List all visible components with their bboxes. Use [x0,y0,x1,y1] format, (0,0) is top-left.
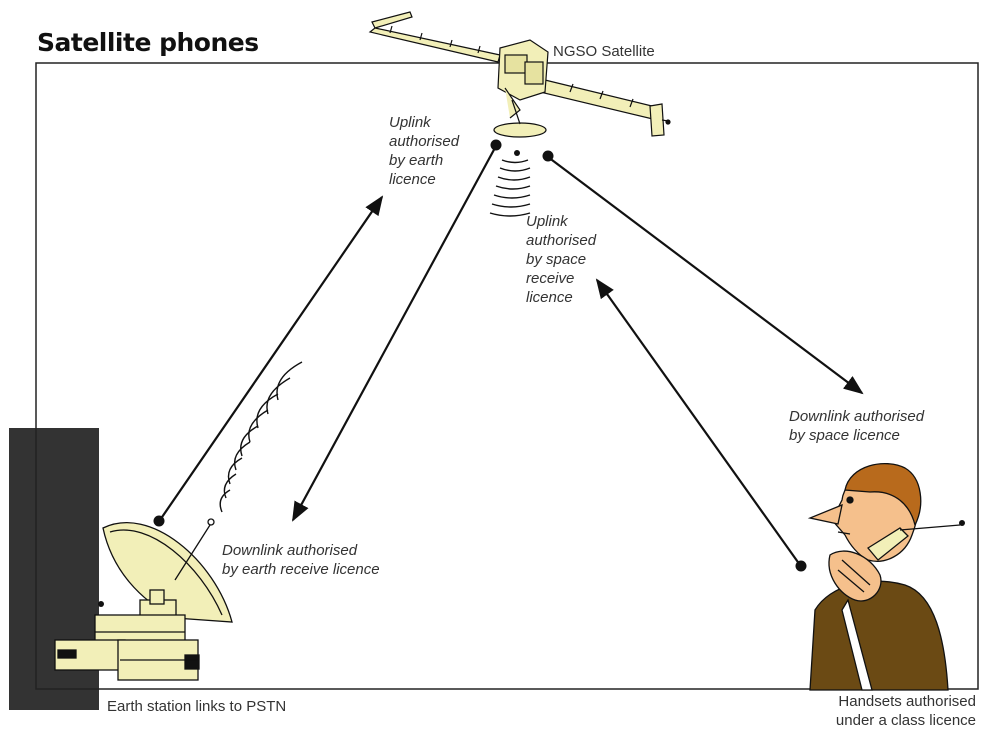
earth-station-dish-icon [54,518,233,681]
satellite-label: NGSO Satellite [553,43,655,60]
link-arrows [159,145,864,566]
link-endpoints [153,139,807,572]
downlink-space-arrow [547,156,864,395]
downlink-earth-receive-label: Downlink authorised by earth receive lic… [222,542,380,578]
handsets-caption: Handsets authorised under a class licenc… [835,693,976,729]
uplink-space-receive-label: Uplink authorised by space receive licen… [526,213,597,306]
uplink-space-arrow [595,278,801,566]
downlink-space-label: Downlink authorised by space licence [789,408,925,444]
uplink-earth-label: Uplink authorised by earth licence [389,114,460,188]
uplink-earth-arrow [159,195,384,521]
diagram-title: Satellite phones [37,28,259,57]
earth-station-waves-icon [219,361,303,513]
downlink-earth-arrow [292,145,497,522]
ngso-satellite-icon [368,11,671,138]
satellite-waves-icon [489,159,531,217]
earth-station-caption: Earth station links to PSTN [107,698,287,715]
handset-user-icon [807,462,961,691]
